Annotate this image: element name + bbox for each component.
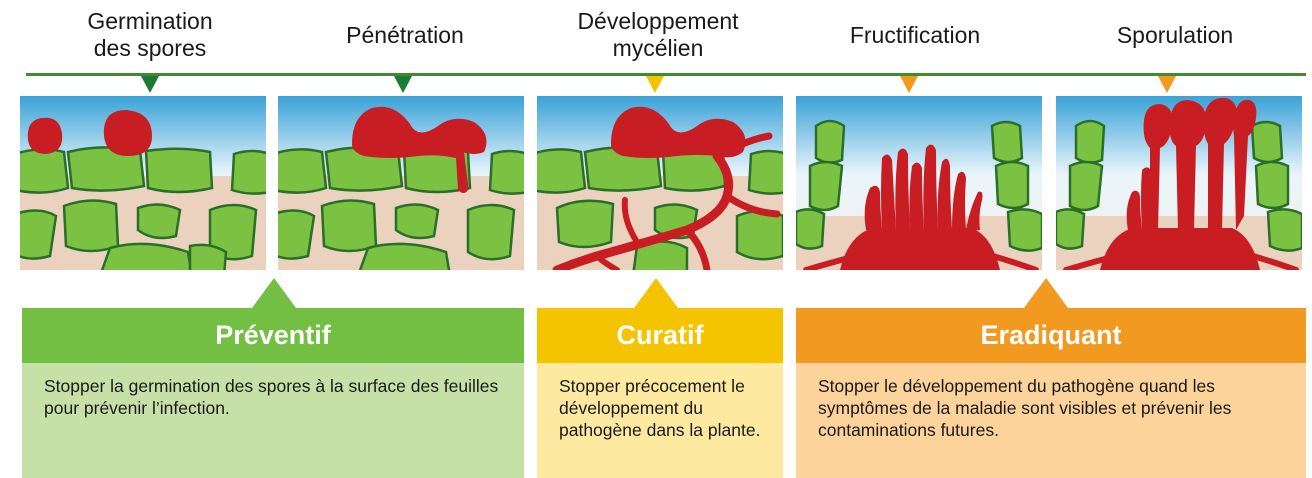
eradiquant-description: Stopper le développement du pathogène qu… (796, 363, 1306, 478)
eradiquant-header: Eradiquant (796, 308, 1306, 363)
stage-label-developpement: Développement mycélien (577, 8, 739, 61)
timeline-line (26, 73, 1306, 76)
stage-marker-fructification (900, 76, 918, 93)
eradiquant-pointer-arrow (1024, 278, 1068, 308)
preventif-description: Stopper la germination des spores à la s… (22, 363, 524, 478)
curatif-header: Curatif (537, 308, 783, 363)
stage-label-sporulation: Sporulation (1116, 22, 1234, 48)
stage-marker-germination (141, 76, 159, 93)
preventif-header: Préventif (22, 308, 524, 363)
panel-fructification-illustration (796, 96, 1042, 270)
stage-marker-developpement (646, 76, 664, 93)
panel-developpement-illustration (537, 96, 783, 270)
stage-label-penetration: Pénétration (346, 22, 464, 48)
panel-sporulation-illustration (1056, 96, 1302, 270)
stage-marker-penetration (394, 76, 412, 93)
curatif-description: Stopper précocement le développement du … (537, 363, 783, 478)
panel-penetration-illustration (278, 96, 524, 270)
panel-germination-illustration (20, 96, 266, 270)
stage-label-germination: Germination des spores (87, 8, 213, 61)
stage-marker-sporulation (1158, 76, 1176, 93)
stage-label-fructification: Fructification (849, 22, 981, 48)
preventif-pointer-arrow (252, 278, 296, 308)
curatif-pointer-arrow (634, 278, 678, 308)
